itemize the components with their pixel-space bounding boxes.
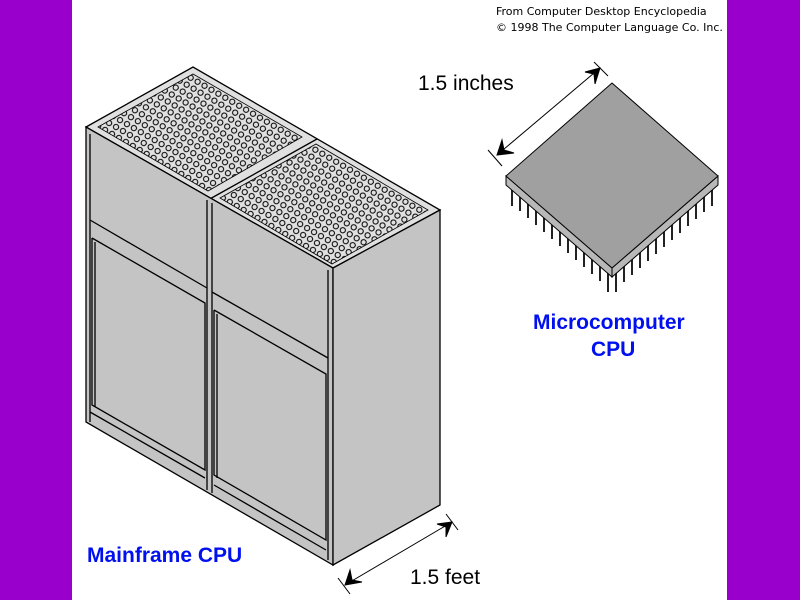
credit-copyright: © 1998 The Computer Language Co. Inc.	[496, 21, 723, 34]
credit-source: From Computer Desktop Encyclopedia	[496, 5, 707, 18]
mainframe-dimension-arrow	[337, 513, 459, 595]
chip-size-label: 1.5 inches	[418, 72, 514, 95]
mainframe-label: Mainframe CPU	[87, 544, 243, 567]
microcomputer-label: Microcomputer	[533, 311, 685, 334]
chip-dimension-arrow	[487, 61, 609, 167]
mainframe-cabinet	[84, 66, 442, 567]
mainframe-size-label: 1.5 feet	[410, 566, 481, 589]
microcomputer-cpu-label: CPU	[591, 338, 636, 361]
microprocessor-chip	[505, 82, 719, 292]
